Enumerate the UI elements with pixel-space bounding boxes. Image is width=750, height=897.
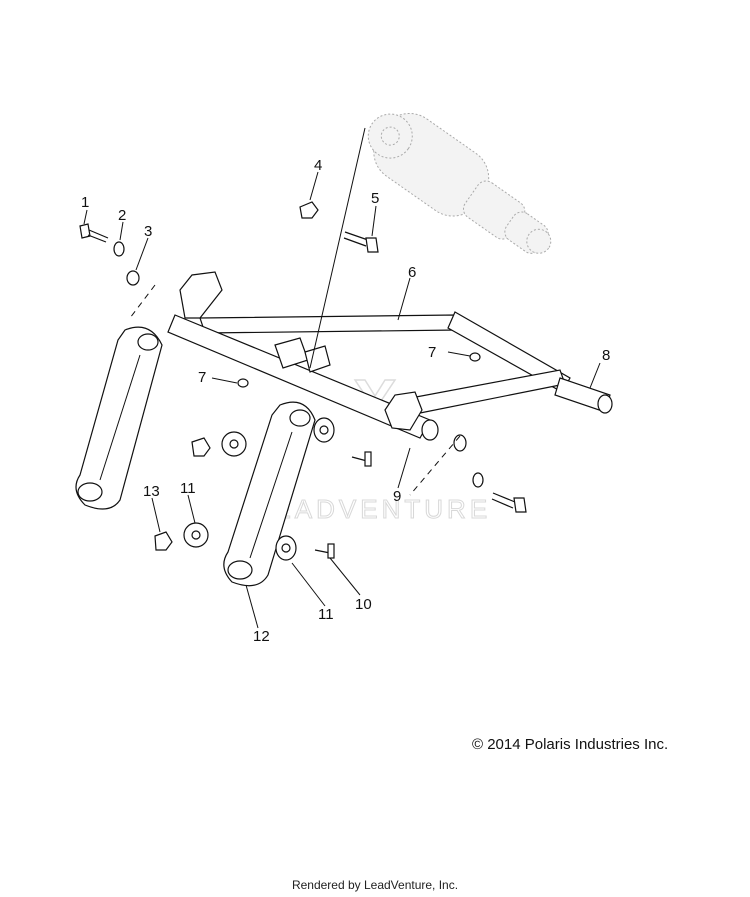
callout-4: 4 [314,157,322,174]
callout-12: 12 [253,628,270,645]
callouts: 1 2 3 4 5 6 7 7 8 9 10 11 11 12 13 [81,157,610,645]
callout-11-lower: 11 [318,606,334,623]
callout-7-right: 7 [428,344,436,361]
link-arm-left [75,326,163,510]
callout-10: 10 [355,596,372,613]
callout-1: 1 [81,194,89,211]
callout-8: 8 [602,347,610,364]
assembly-guides [129,284,461,496]
callout-7-left: 7 [198,369,206,386]
callout-9: 9 [393,488,401,505]
callout-6: 6 [408,264,416,281]
footer-credit: Rendered by LeadVenture, Inc. [291,878,459,892]
callout-2: 2 [118,207,126,224]
callout-13: 13 [143,483,160,500]
watermark-text: LEADVENTURE [255,494,491,524]
rear-arm-frame [167,271,613,441]
leader-lines [83,127,601,629]
callout-11-upper: 11 [180,480,196,497]
link-arm-right [223,401,316,587]
hardware [79,201,527,561]
copyright-notice: © 2014 Polaris Industries Inc. [472,736,669,753]
callout-3: 3 [144,223,152,240]
watermark: LEADVENTURE [255,379,491,525]
callout-5: 5 [371,190,379,207]
shock-absorber [367,112,552,254]
